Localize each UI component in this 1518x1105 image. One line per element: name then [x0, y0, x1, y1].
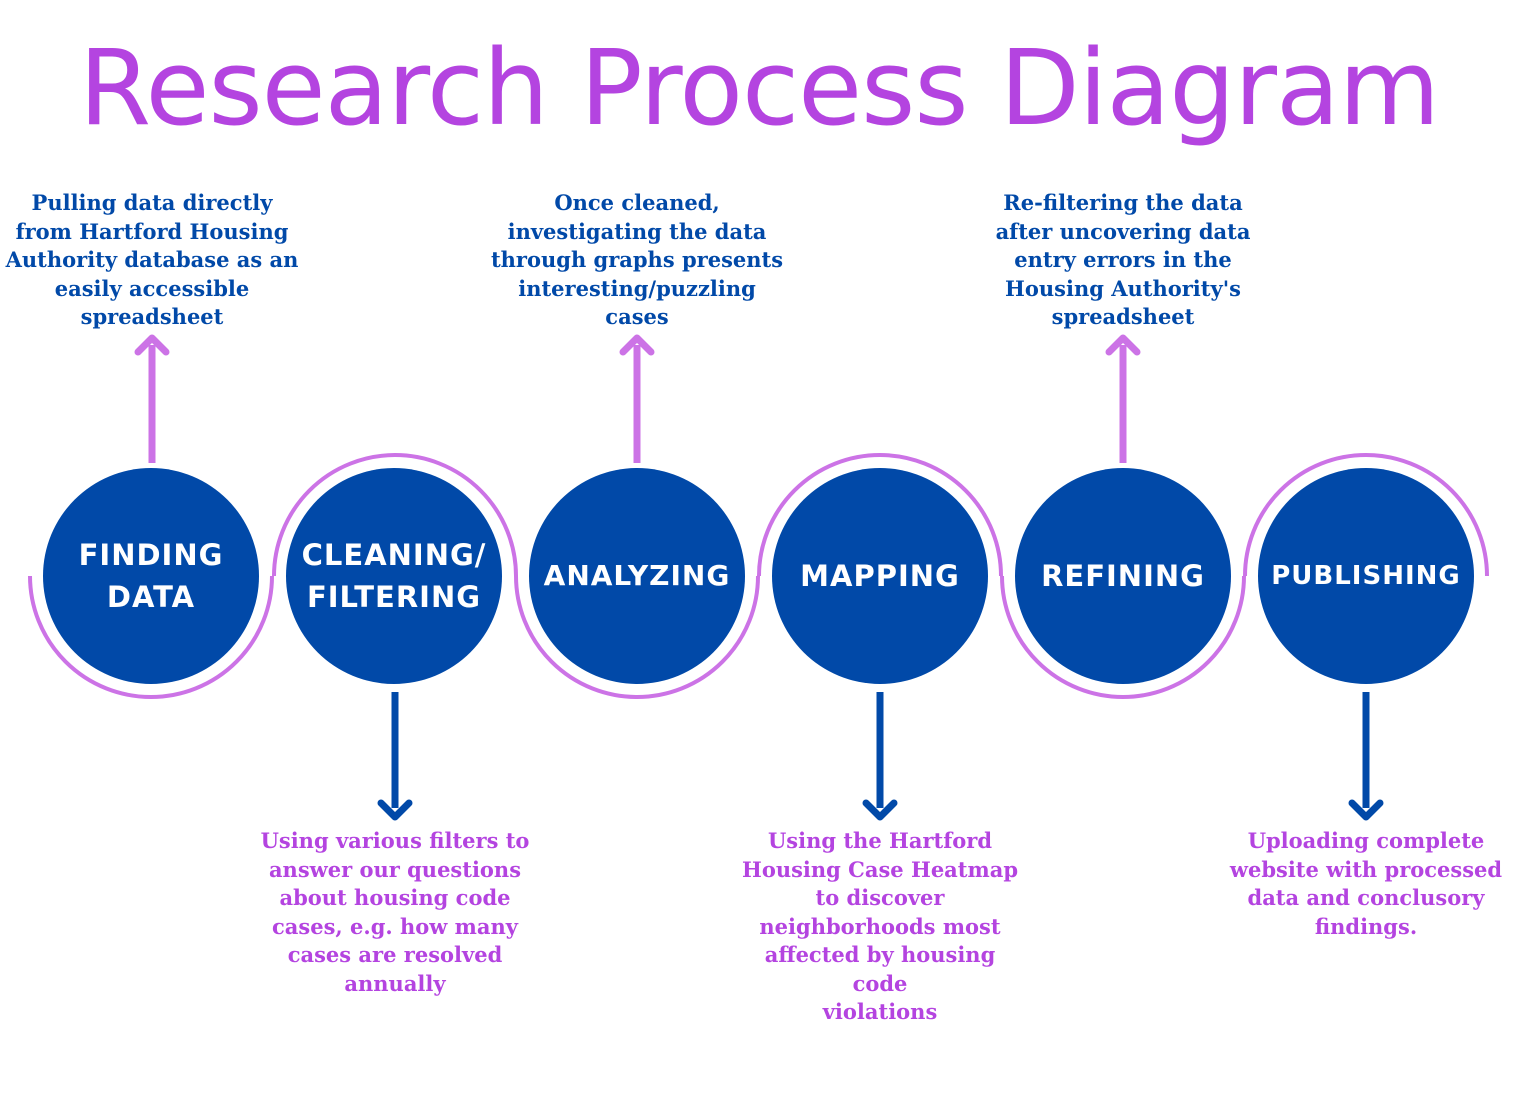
- step-description-mapping: Using the Hartford Housing Case Heatmap …: [741, 828, 1018, 1024]
- diagram-title: Research Process Diagram: [78, 27, 1440, 149]
- step-description-analyzing: Once cleaned, investigating the data thr…: [490, 190, 784, 329]
- arrow-down-step-2: [377, 692, 413, 821]
- arrow-down-step-6: [1348, 692, 1384, 821]
- step-description-finding-data: Pulling data directly from Hartford Hous…: [5, 190, 299, 329]
- step-label: MAPPING: [800, 559, 960, 593]
- step-circle-refining: REFINING: [1015, 468, 1231, 684]
- arc-step-5: [1000, 575, 1246, 699]
- step-circle-analyzing: ANALYZING: [529, 468, 745, 684]
- step-circle-publishing: PUBLISHING: [1258, 468, 1474, 684]
- arc-step-1: [28, 575, 274, 699]
- arrow-down-step-4: [862, 692, 898, 821]
- step-circle-mapping: MAPPING: [772, 468, 988, 684]
- arrow-up-step-1: [134, 334, 170, 463]
- arc-step-6: [1243, 453, 1489, 577]
- step-label: REFINING: [1041, 559, 1205, 593]
- arc-step-2: [272, 453, 518, 577]
- arrow-up-step-5: [1105, 334, 1141, 463]
- step-label: CLEANING/ FILTERING: [301, 538, 487, 614]
- step-label: ANALYZING: [543, 559, 731, 592]
- step-description-refining: Re-filtering the data after uncovering d…: [995, 190, 1251, 329]
- step-circle-finding-data: FINDING DATA: [43, 468, 259, 684]
- step-circle-cleaning-filtering: CLEANING/ FILTERING: [286, 468, 502, 684]
- arc-step-3: [514, 575, 760, 699]
- step-label: PUBLISHING: [1271, 561, 1461, 591]
- step-description-cleaning-filtering: Using various filters to answer our ques…: [260, 828, 530, 996]
- arc-step-4: [757, 453, 1003, 577]
- step-description-publishing: Uploading complete website with processe…: [1229, 828, 1503, 939]
- arrow-up-step-3: [619, 334, 655, 463]
- step-label: FINDING DATA: [78, 538, 224, 614]
